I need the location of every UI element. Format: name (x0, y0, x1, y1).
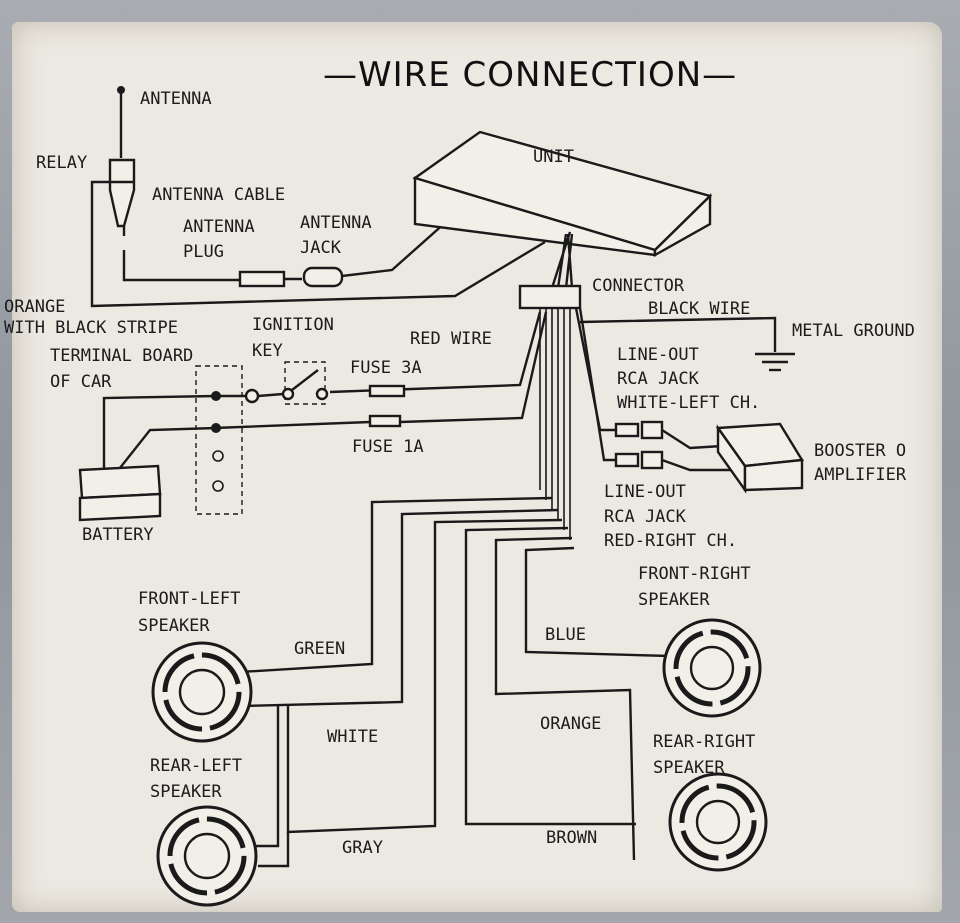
lineout-white-label-3: WHITE-LEFT CH. (617, 393, 760, 413)
antenna-plug-label-2: PLUG (183, 242, 224, 262)
brown-wire-label: BROWN (546, 828, 597, 848)
red-wire-label: RED WIRE (410, 329, 492, 349)
black-wire-label: BLACK WIRE (648, 299, 750, 319)
connector-block (518, 284, 582, 310)
antenna-plug-icon (238, 270, 286, 288)
fuse-1a-icon (368, 414, 402, 428)
diagram-title: —WIRE CONNECTION— (323, 55, 737, 95)
fuse-1a-label: FUSE 1A (352, 437, 424, 457)
unit-label: UNIT (533, 147, 574, 167)
front-left-label-2: SPEAKER (138, 616, 210, 636)
orange-stripe-label-1: ORANGE (4, 297, 65, 317)
front-right-label-1: FRONT-RIGHT (638, 564, 751, 584)
rca-plug-white-icon (614, 422, 640, 438)
blue-wire-label: BLUE (545, 625, 586, 645)
antenna-jack-icon (302, 266, 344, 288)
fuse-3a-icon (368, 384, 406, 398)
rear-left-label-2: SPEAKER (150, 782, 222, 802)
head-unit-box (412, 130, 713, 258)
lineout-white-label-2: RCA JACK (617, 369, 700, 389)
orange-wire-label: ORANGE (540, 714, 601, 734)
rear-right-label-2: SPEAKER (653, 758, 725, 778)
relay-label: RELAY (36, 153, 87, 173)
rca-jack-red-icon (640, 450, 664, 470)
front-left-speaker-icon (151, 641, 253, 743)
wire-bundle (539, 307, 616, 540)
rca-plug-red-icon (614, 452, 640, 468)
booster-label-2: AMPLIFIER (814, 465, 907, 485)
metal-ground-label: METAL GROUND (792, 321, 915, 341)
fuse-3a-label: FUSE 3A (350, 358, 422, 378)
antenna-icon (104, 86, 136, 236)
front-right-label-2: SPEAKER (638, 590, 710, 610)
ignition-label-2: KEY (252, 341, 283, 361)
rear-left-label-1: REAR-LEFT (150, 756, 242, 776)
terminal-board (195, 365, 243, 515)
booster-amplifier-box (715, 422, 805, 494)
ignition-key-switch (281, 361, 329, 405)
lineout-red-label-1: LINE-OUT (604, 482, 686, 502)
front-left-label-1: FRONT-LEFT (138, 589, 240, 609)
rear-right-speaker-icon (668, 772, 768, 872)
green-wire-label: GREEN (294, 639, 345, 659)
booster-label-1: BOOSTER O (814, 441, 906, 461)
lineout-white-label-1: LINE-OUT (617, 345, 699, 365)
connector-label: CONNECTOR (592, 276, 685, 296)
lineout-red-label-2: RCA JACK (604, 507, 687, 527)
orange-stripe-label-2: WITH BLACK STRIPE (4, 318, 178, 338)
antenna-plug-label-1: ANTENNA (183, 217, 255, 237)
antenna-label: ANTENNA (140, 89, 212, 109)
gray-wire-label: GRAY (342, 838, 383, 858)
battery-label: BATTERY (82, 525, 154, 545)
terminal-board-label-2: OF CAR (50, 372, 112, 392)
battery-icon (78, 464, 162, 522)
antenna-cable-label: ANTENNA CABLE (152, 185, 285, 205)
antenna-jack-label-2: JACK (300, 238, 342, 258)
antenna-jack-label-1: ANTENNA (300, 213, 372, 233)
white-wire-label: WHITE (327, 727, 378, 747)
lineout-red-label-3: RED-RIGHT CH. (604, 531, 737, 551)
ignition-label-1: IGNITION (252, 315, 334, 335)
front-right-speaker-icon (662, 618, 762, 718)
rear-right-label-1: REAR-RIGHT (653, 732, 755, 752)
rear-left-speaker-icon (156, 805, 258, 907)
rca-jack-white-icon (640, 420, 664, 440)
ground-symbol-icon (755, 352, 795, 372)
terminal-board-label-1: TERMINAL BOARD (50, 346, 193, 366)
